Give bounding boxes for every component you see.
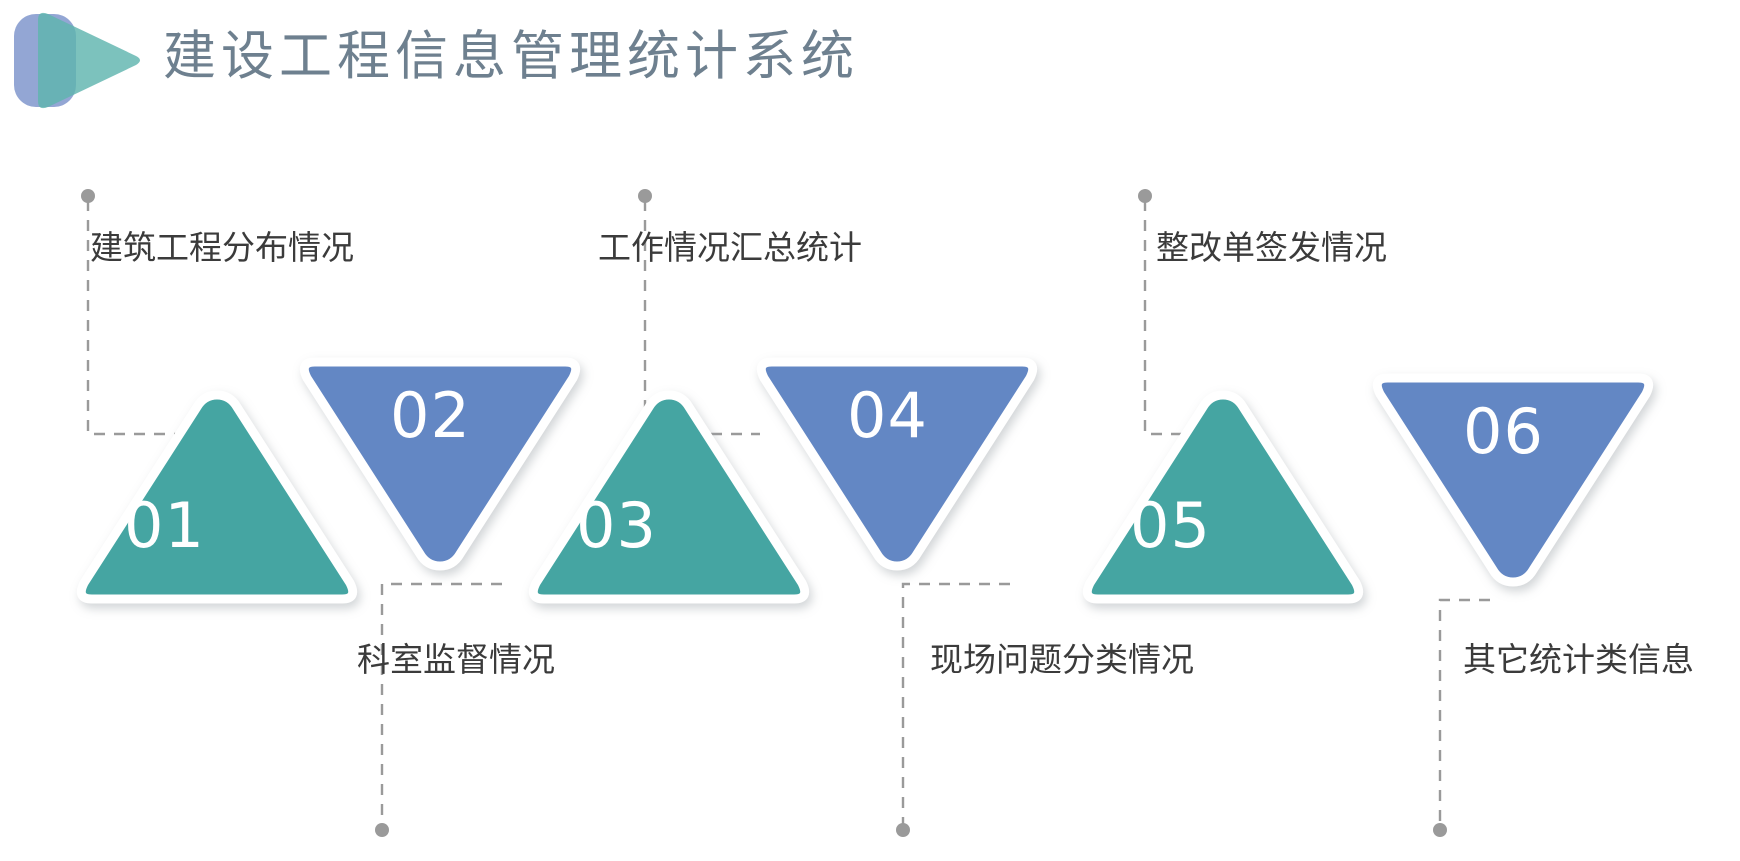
step-label-05: 整改单签发情况 (1156, 228, 1387, 267)
header: 建设工程信息管理统计系统 (0, 0, 1740, 130)
step-label-02: 科室监督情况 (357, 640, 555, 679)
logo-play-triangle (38, 12, 140, 109)
step-shape-06[interactable]: 06 (1368, 368, 1658, 603)
step-label-06: 其它统计类信息 (1463, 640, 1694, 679)
step-label-03: 工作情况汇总统计 (598, 228, 862, 267)
step-shape-04[interactable]: 04 (752, 352, 1042, 587)
play-logo (8, 8, 148, 113)
page-title: 建设工程信息管理统计系统 (163, 26, 859, 87)
step-label-04: 现场问题分类情况 (930, 640, 1194, 679)
step-label-01: 建筑工程分布情况 (90, 228, 354, 267)
step-shape-05[interactable]: 05 (1078, 385, 1368, 620)
